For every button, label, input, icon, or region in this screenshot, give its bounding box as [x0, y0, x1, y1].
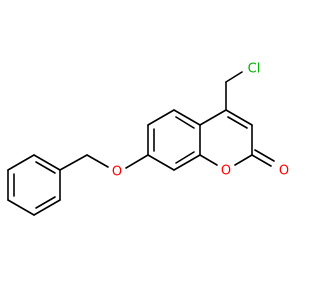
bond [225, 71, 243, 83]
benzyl-phenyl-ring [7, 154, 61, 216]
bond [86, 154, 109, 168]
bond [251, 154, 272, 167]
bond [125, 154, 149, 169]
pyranone-ring [199, 109, 253, 166]
double-bond-inner [35, 161, 56, 174]
double-bond-inner [175, 116, 195, 129]
bond [147, 109, 175, 126]
ether-oxygen-label: O [112, 165, 122, 180]
double-bond-inner [175, 151, 195, 164]
bond [173, 154, 201, 171]
carbonyl-oxygen-label: O [279, 164, 289, 179]
bond [199, 109, 227, 126]
bond [173, 109, 201, 126]
bond [59, 154, 88, 171]
carbonyl-group [251, 149, 275, 167]
double-bond-inner [35, 196, 56, 209]
benzyl-ether-linker [59, 154, 149, 171]
bond [33, 154, 61, 171]
chlorine-atom-label: Cl [248, 62, 261, 77]
bond [254, 149, 275, 162]
bond [199, 154, 218, 166]
ring-oxygen-label: O [221, 164, 231, 179]
chloromethyl-group [225, 71, 243, 111]
bond [234, 154, 253, 166]
bond [33, 199, 61, 216]
bond [7, 154, 35, 171]
double-bond-inner [227, 116, 248, 129]
bond [147, 154, 175, 171]
bond [225, 109, 253, 126]
structure-canvas: Cl O O O [7, 61, 290, 216]
coumarin-benzo-ring [147, 109, 201, 171]
bond [7, 199, 35, 216]
molecule-diagram: Cl O O O [7, 62, 289, 216]
